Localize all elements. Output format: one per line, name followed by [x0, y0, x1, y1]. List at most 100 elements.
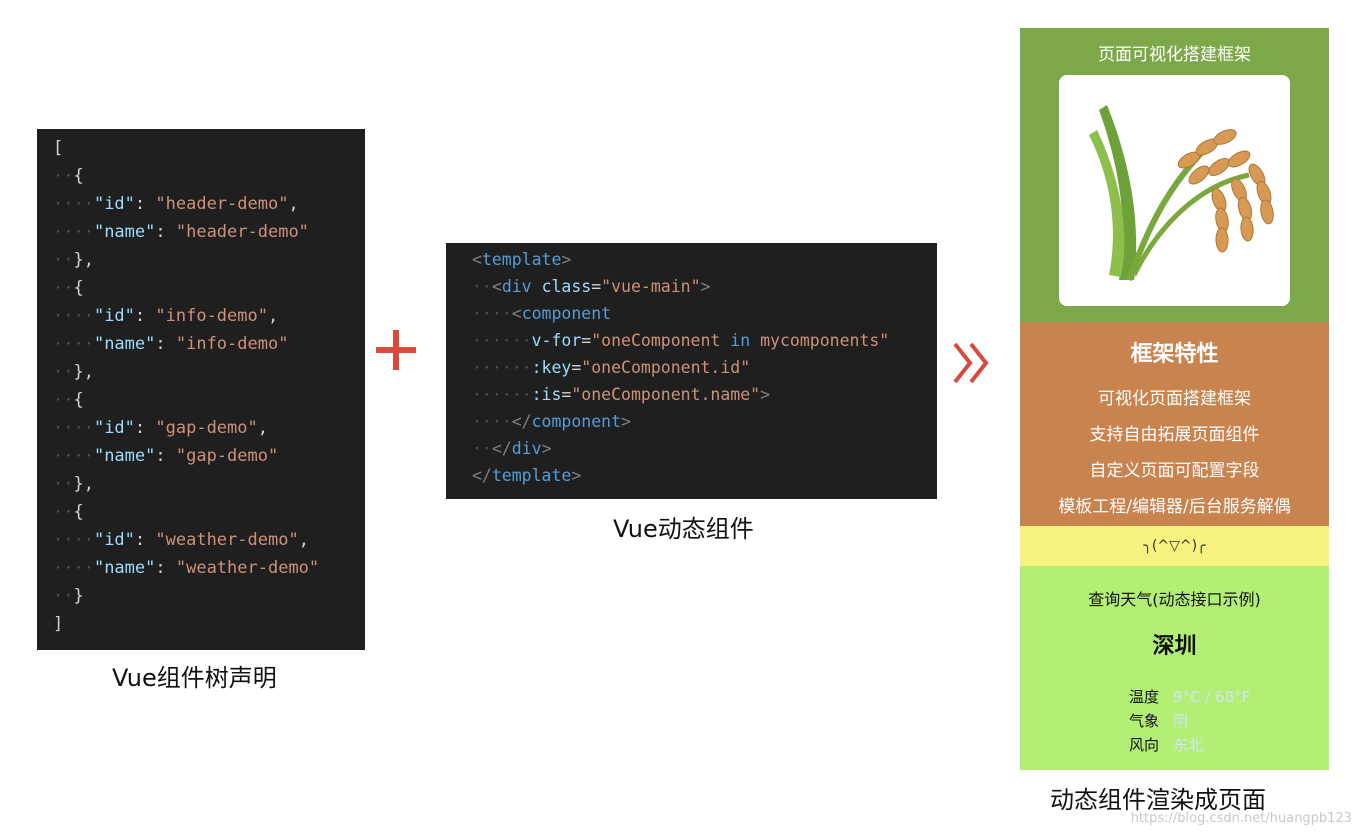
- code-token: ····: [53, 418, 94, 438]
- code-token: {: [73, 390, 84, 410]
- rendered-page-preview: 页面可视化搭建框架: [1020, 28, 1329, 770]
- weather-row-temperature: 温度 9°C / 68°F: [1129, 686, 1250, 707]
- code-token: template: [491, 466, 572, 485]
- template-caption: Vue动态组件: [613, 515, 754, 543]
- code-line: ··{: [53, 498, 365, 526]
- feature-item: 可视化页面搭建框架: [1098, 389, 1251, 409]
- code-token: in: [730, 331, 751, 350]
- weather-label: 气象: [1129, 712, 1160, 730]
- code-line: ··},: [53, 470, 365, 498]
- code-line: ····<component: [472, 300, 937, 327]
- code-line: ····"id": "weather-demo",: [53, 526, 365, 554]
- code-token: :key: [531, 358, 572, 377]
- code-token: },: [73, 250, 94, 270]
- code-token: "gap-demo": [175, 446, 279, 466]
- code-line: ··<div class="vue-main">: [472, 273, 937, 300]
- code-token: component: [531, 412, 622, 431]
- weather-row-condition: 气象阴: [1129, 710, 1188, 731]
- gap-demo-section: ╮(^▽^)╭: [1020, 526, 1329, 566]
- feature-item: 模板工程/编辑器/后台服务解偶: [1058, 497, 1291, 517]
- code-token: "oneComponent: [591, 331, 731, 350]
- json-caption: Vue组件树声明: [112, 664, 277, 692]
- code-token: [532, 277, 542, 296]
- code-token: :: [134, 418, 156, 438]
- weather-label: 风向: [1129, 736, 1160, 754]
- code-line: ······v-for="oneComponent in mycomponent…: [472, 327, 937, 354]
- weather-value: 9°C / 68°F: [1173, 688, 1251, 706]
- code-line: ··{: [53, 386, 365, 414]
- code-token: :is: [531, 385, 562, 404]
- code-line: ····"id": "gap-demo",: [53, 414, 365, 442]
- code-token: "name": [93, 558, 156, 578]
- code-line: ······:key="oneComponent.id": [472, 354, 937, 381]
- code-token: ····: [472, 412, 512, 431]
- code-token: ,: [267, 306, 279, 326]
- code-token: "gap-demo": [155, 418, 258, 438]
- code-token: [: [53, 138, 64, 158]
- code-token: </: [511, 412, 532, 431]
- code-token: >: [561, 250, 572, 269]
- code-line: ··},: [53, 246, 365, 274]
- code-token: template: [481, 250, 562, 269]
- code-line: ····"id": "header-demo",: [53, 190, 365, 218]
- code-token: :: [155, 334, 176, 354]
- code-token: ,: [298, 530, 309, 550]
- code-token: </: [472, 466, 492, 485]
- code-token: >: [541, 439, 552, 458]
- code-token: },: [73, 362, 94, 382]
- feature-item: 自定义页面可配置字段: [1089, 461, 1260, 481]
- weather-row-wind: 风向东北: [1129, 734, 1203, 755]
- code-token: ··: [53, 586, 74, 606]
- code-token: "id": [93, 306, 135, 326]
- template-code-panel: <template>··<div class="vue-main">····<c…: [446, 243, 937, 499]
- code-token: "weather-demo": [175, 558, 320, 578]
- code-token: div: [501, 277, 532, 296]
- code-token: ··: [53, 474, 74, 494]
- code-line: ····"name": "info-demo": [53, 330, 365, 358]
- code-token: :: [134, 306, 156, 326]
- code-line: ··{: [53, 162, 365, 190]
- code-token: <: [511, 304, 522, 323]
- code-token: div: [511, 439, 542, 458]
- weather-city: 深圳: [1152, 634, 1197, 659]
- weather-demo-section: 查询天气(动态接口示例) 深圳 温度 9°C / 68°F 气象阴 风向东北: [1020, 566, 1329, 770]
- code-token: </: [491, 439, 512, 458]
- code-token: "id": [93, 418, 135, 438]
- code-token: "vue-main": [601, 277, 701, 296]
- code-token: =: [581, 331, 592, 350]
- code-token: "header-demo": [155, 194, 289, 214]
- weather-label: 温度: [1129, 688, 1160, 706]
- watermark: https://blog.csdn.net/huangpb123: [1130, 811, 1352, 826]
- code-token: },: [73, 474, 94, 494]
- code-token: :: [155, 446, 176, 466]
- code-token: ····: [53, 222, 94, 242]
- code-token: ··: [53, 390, 74, 410]
- code-token: :: [134, 194, 156, 214]
- weather-title: 查询天气(动态接口示例): [1088, 590, 1261, 609]
- code-token: "id": [93, 194, 135, 214]
- code-token: ··: [53, 166, 74, 186]
- code-token: ··: [53, 362, 74, 382]
- code-token: v-for: [531, 331, 582, 350]
- code-token: <: [491, 277, 502, 296]
- code-line: ····</component>: [472, 408, 937, 435]
- json-code-panel: [··{····"id": "header-demo",····"name": …: [37, 129, 365, 650]
- code-token: ······: [472, 331, 532, 350]
- code-token: >: [571, 466, 582, 485]
- code-line: </template>: [472, 462, 937, 489]
- code-line: ····"name": "gap-demo": [53, 442, 365, 470]
- header-demo-section: 页面可视化搭建框架: [1020, 28, 1329, 322]
- code-line: [: [53, 134, 365, 162]
- code-line: ··}: [53, 582, 365, 610]
- code-token: "weather-demo": [155, 530, 299, 550]
- code-token: :: [155, 558, 176, 578]
- code-token: ····: [53, 334, 94, 354]
- info-demo-section: 框架特性 可视化页面搭建框架 支持自由拓展页面组件 自定义页面可配置字段 模板工…: [1020, 322, 1329, 526]
- header-image: [1059, 75, 1290, 306]
- code-token: "name": [93, 446, 156, 466]
- code-line: ]: [53, 610, 365, 638]
- code-token: ····: [53, 306, 94, 326]
- code-line: <template>: [472, 246, 937, 273]
- info-title: 框架特性: [1130, 342, 1219, 367]
- code-token: ]: [53, 614, 64, 634]
